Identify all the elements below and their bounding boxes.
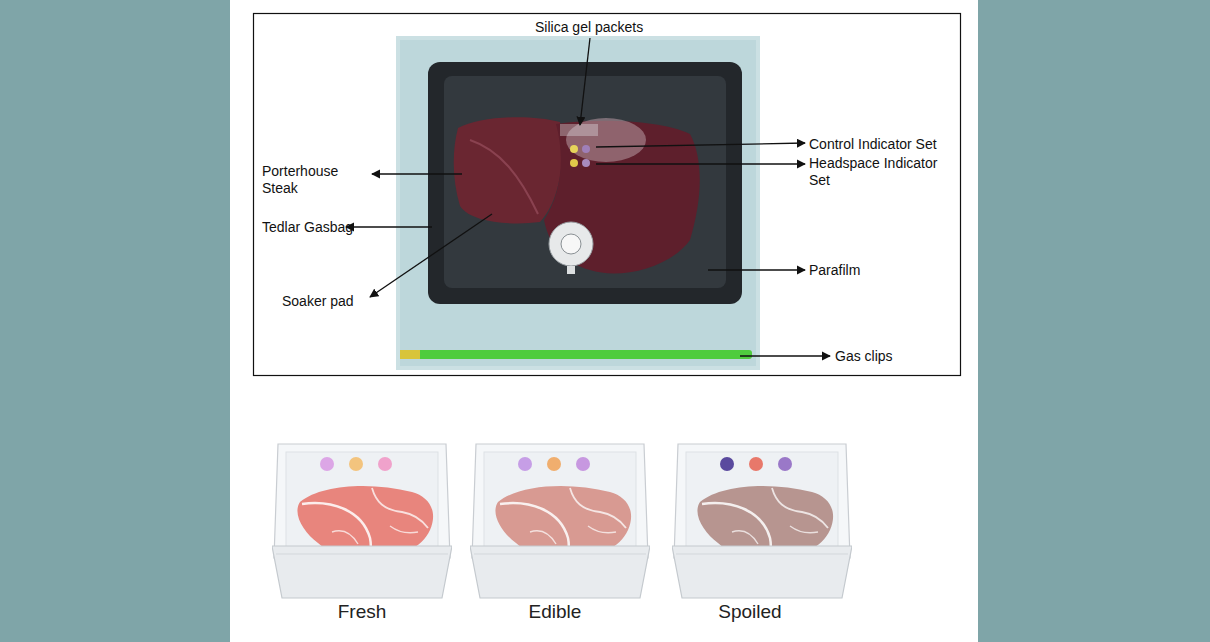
part-label: Silica gel packets xyxy=(535,19,665,36)
part-label: Control Indicator Set xyxy=(809,136,969,153)
state-caption: Fresh xyxy=(312,601,412,623)
state-caption: Spoiled xyxy=(700,601,800,623)
state-caption: Edible xyxy=(505,601,605,623)
spoiled-tray xyxy=(672,444,852,598)
part-label: Headspace Indicator Set xyxy=(809,155,941,189)
part-label: Soaker pad xyxy=(282,293,382,310)
part-label: Tedlar Gasbag xyxy=(262,219,372,236)
part-label: Porterhouse Steak xyxy=(262,163,362,197)
leader-lines xyxy=(346,38,830,356)
edible-tray xyxy=(470,444,650,598)
package-photo xyxy=(396,36,760,370)
fresh-tray xyxy=(272,444,452,598)
part-label: Parafilm xyxy=(809,262,909,279)
photo-frame xyxy=(254,14,961,376)
part-label: Gas clips xyxy=(835,348,935,365)
page-sheet xyxy=(230,0,978,642)
